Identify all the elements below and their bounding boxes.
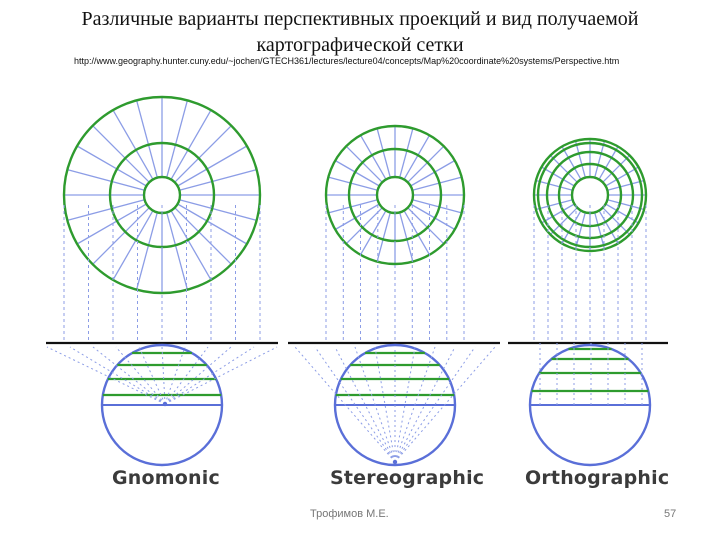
slide-title-line1: Различные варианты перспективных проекци…: [81, 8, 639, 30]
meridian-line: [170, 109, 212, 180]
meridian-line: [179, 168, 257, 191]
slide-title: Различные варианты перспективных проекци…: [0, 6, 720, 58]
gnomonic-label: Gnomonic: [112, 467, 220, 489]
orthographic-label: Orthographic: [525, 467, 670, 489]
meridian-line: [166, 212, 189, 290]
meridian-line: [535, 199, 573, 211]
projection-ray: [69, 346, 166, 405]
projection-ray: [164, 346, 209, 405]
meridian-line: [574, 140, 586, 178]
projection-ray: [394, 346, 436, 463]
meridian-line: [407, 207, 445, 245]
gnomonic-panel: [46, 95, 278, 467]
meridian-line: [594, 212, 606, 250]
meridian-line: [403, 134, 431, 180]
projection-ray: [164, 346, 186, 405]
perspective-point: [162, 401, 168, 407]
parallel-ring: [62, 95, 262, 295]
projection-ray: [394, 346, 476, 463]
meridian-line: [535, 179, 573, 191]
meridian-line: [376, 212, 391, 262]
meridian-line: [412, 176, 462, 191]
stereographic-panel: [288, 124, 500, 467]
meridian-line: [67, 199, 145, 222]
meridian-line: [607, 199, 645, 211]
projection-ray: [314, 346, 396, 463]
meridian-line: [76, 145, 147, 187]
meridian-line: [407, 145, 445, 183]
meridian-line: [605, 203, 639, 224]
meridian-line: [549, 154, 578, 183]
meridian-line: [328, 199, 378, 214]
meridian-line: [112, 210, 154, 281]
source-url: http://www.geography.hunter.cuny.edu/~jo…: [74, 56, 620, 66]
perspective-point: [392, 459, 398, 465]
meridian-line: [561, 146, 582, 180]
projection-ray: [92, 346, 166, 405]
projection-ray: [46, 346, 166, 405]
projection-ray: [138, 346, 166, 405]
meridian-line: [399, 212, 414, 262]
meridian-line: [166, 100, 189, 178]
meridian-line: [574, 212, 586, 250]
parallel-ring: [532, 137, 648, 253]
orthographic-panel: [508, 137, 668, 467]
meridian-line: [607, 179, 645, 191]
meridian-line: [112, 109, 154, 180]
meridian-line: [174, 125, 232, 183]
meridian-line: [170, 210, 212, 281]
projection-ray: [164, 346, 278, 405]
meridian-line: [135, 212, 158, 290]
meridian-line: [334, 159, 380, 187]
projection-ray: [294, 346, 396, 463]
meridian-line: [179, 199, 257, 222]
meridian-line: [376, 128, 391, 178]
meridian-line: [359, 210, 387, 256]
meridian-line: [598, 146, 619, 180]
meridian-line: [598, 210, 619, 244]
meridian-line: [412, 199, 462, 214]
meridian-line: [403, 210, 431, 256]
meridian-line: [541, 203, 575, 224]
stereographic-label: Stereographic: [330, 467, 485, 489]
meridian-line: [345, 145, 383, 183]
meridian-line: [594, 140, 606, 178]
meridian-line: [605, 166, 639, 187]
projection-ray: [334, 346, 396, 463]
slide-title-line2: картографической сетки: [256, 34, 464, 56]
meridian-line: [334, 203, 380, 231]
meridian-line: [177, 145, 248, 187]
meridian-line: [410, 203, 456, 231]
meridian-line: [345, 207, 383, 245]
projection-ray: [394, 346, 456, 463]
meridian-line: [328, 176, 378, 191]
meridian-line: [561, 210, 582, 244]
meridian-line: [541, 166, 575, 187]
meridian-line: [135, 100, 158, 178]
meridian-line: [410, 159, 456, 187]
meridian-line: [359, 134, 387, 180]
meridian-line: [67, 168, 145, 191]
meridian-line: [174, 207, 232, 265]
projection-ray: [394, 346, 496, 463]
parallel-ring: [324, 124, 466, 266]
meridian-line: [399, 128, 414, 178]
meridian-line: [92, 207, 150, 265]
meridian-line: [602, 154, 631, 183]
meridian-line: [549, 207, 578, 236]
meridian-line: [92, 125, 150, 183]
projection-ray: [354, 346, 396, 463]
page-number: 57: [664, 508, 677, 520]
meridian-line: [602, 207, 631, 236]
author-footer: Трофимов М.Е.: [310, 508, 389, 520]
